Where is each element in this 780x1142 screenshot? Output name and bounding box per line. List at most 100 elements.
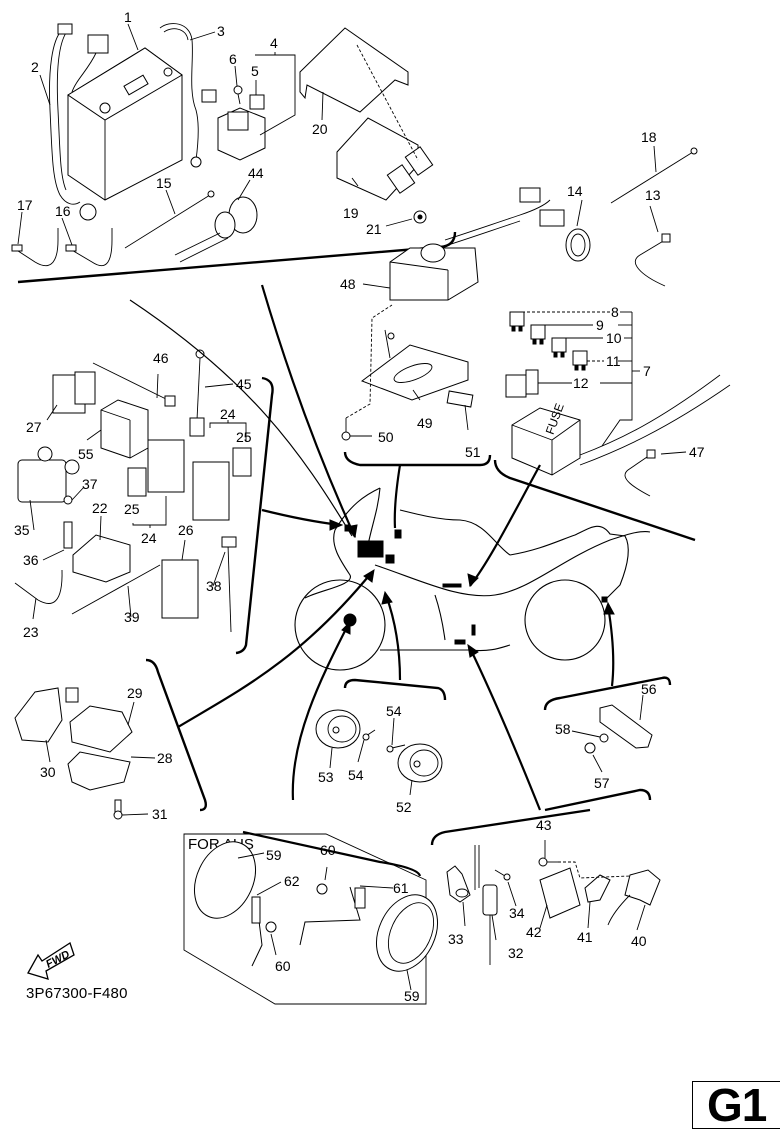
callout-15: 15 [156, 175, 172, 191]
screw-34[interactable] [494, 869, 511, 881]
fuse-8[interactable] [509, 311, 525, 332]
callout-52: 52 [396, 799, 412, 815]
callout-34: 34 [509, 905, 525, 921]
relay-26[interactable] [161, 559, 199, 619]
callout-26: 26 [178, 522, 194, 538]
holder-28[interactable] [67, 751, 131, 791]
band-38[interactable] [221, 536, 237, 633]
stay-61[interactable] [299, 886, 366, 946]
washer-58[interactable] [599, 733, 609, 743]
dc-socket[interactable] [174, 196, 258, 263]
ignition-cover[interactable] [389, 243, 479, 301]
lever-40[interactable] [607, 869, 661, 926]
callout-14: 14 [567, 183, 583, 199]
battery[interactable] [67, 47, 183, 201]
sensor-unit-group: 30 29 28 31 [14, 658, 208, 822]
callout-45: 45 [236, 376, 252, 392]
horn-53[interactable] [315, 709, 361, 749]
cable-tie-39[interactable] [71, 564, 161, 615]
nut-60-upper[interactable] [316, 883, 328, 895]
rubber-cushion[interactable] [446, 390, 474, 408]
unit-22[interactable] [72, 534, 131, 583]
band-16[interactable] [69, 228, 113, 267]
band-23[interactable] [14, 569, 63, 604]
bracket-bolt[interactable] [341, 418, 351, 441]
reflector-56[interactable] [599, 704, 653, 749]
fuse-group: FUSE [340, 129, 731, 542]
stay-62[interactable] [251, 896, 263, 967]
callout-60-upper: 60 [320, 842, 336, 858]
motorcycle-silhouette [294, 487, 651, 671]
reflector-59-left[interactable] [183, 832, 268, 928]
relay-24a[interactable] [127, 439, 185, 497]
washer-37[interactable] [63, 495, 73, 505]
fuse-holder[interactable] [505, 369, 539, 398]
nut-60-lower[interactable] [265, 921, 277, 933]
bracket[interactable] [360, 329, 469, 401]
callout-41: 41 [577, 929, 593, 945]
callout-38: 38 [206, 578, 222, 594]
bolt-36[interactable] [63, 521, 73, 549]
nut-57[interactable] [584, 742, 596, 754]
callout-49: 49 [417, 415, 433, 431]
fuse-box[interactable]: FUSE [511, 401, 581, 476]
callout-39: 39 [124, 609, 140, 625]
reflector-59-right[interactable] [365, 885, 450, 981]
fuse-lead-45[interactable] [189, 349, 205, 437]
horn-group: 53 54 54 52 [315, 678, 447, 815]
battery-group: 1 2 3 4 5 6 15 16 17 44 20 19 21 [11, 9, 457, 284]
bracket-33[interactable] [446, 865, 471, 903]
unit-cover[interactable] [299, 27, 409, 113]
callout-37: 37 [82, 476, 98, 492]
callout-28: 28 [157, 750, 173, 766]
callout-12: 12 [573, 375, 589, 391]
callout-13: 13 [645, 187, 661, 203]
callout-17: 17 [17, 197, 33, 213]
clamp[interactable] [565, 228, 591, 262]
callout-58: 58 [555, 721, 571, 737]
cable-tie-13[interactable] [634, 239, 666, 287]
sensor-35[interactable] [17, 446, 80, 503]
fuse-10[interactable] [551, 337, 567, 358]
callout-24-lower: 24 [141, 530, 157, 546]
forward-arrow-icon: FWD [27, 942, 75, 980]
relay-55[interactable] [100, 399, 149, 459]
fuse-11[interactable] [572, 350, 588, 371]
horn-52[interactable] [397, 743, 443, 783]
wire-46[interactable] [92, 362, 169, 401]
cover-42[interactable] [539, 867, 581, 919]
callout-18: 18 [641, 129, 657, 145]
relay-27[interactable] [52, 371, 96, 414]
cable-tie-47[interactable] [624, 454, 651, 497]
callout-9: 9 [596, 317, 604, 333]
callout-8: 8 [611, 304, 619, 320]
horn-bolt-b[interactable] [386, 744, 406, 753]
switch-32[interactable] [474, 845, 498, 965]
cover-30[interactable] [14, 687, 79, 743]
cable-tie[interactable] [124, 194, 211, 249]
callout-5: 5 [251, 63, 259, 79]
callout-61: 61 [393, 880, 409, 896]
relay-24b[interactable] [192, 447, 252, 521]
callout-30: 30 [40, 764, 56, 780]
horn-bolt-a[interactable] [362, 729, 376, 741]
bolt-31[interactable] [113, 799, 123, 820]
band-17[interactable] [14, 228, 59, 267]
callout-35: 35 [14, 522, 30, 538]
page-badge: G1 [692, 1079, 780, 1131]
starter-relay[interactable] [217, 107, 266, 161]
callout-4: 4 [270, 35, 278, 51]
bolt[interactable] [233, 85, 243, 105]
callout-25-upper: 25 [236, 429, 252, 445]
switch-41[interactable] [584, 874, 611, 903]
cable-tie-18[interactable] [610, 151, 694, 204]
relay-fuse[interactable] [249, 94, 265, 110]
minus-lead[interactable] [159, 23, 217, 168]
screw-43[interactable] [538, 857, 558, 867]
callout-20: 20 [312, 121, 328, 137]
battery-lead[interactable] [49, 23, 109, 221]
fuse-9[interactable] [530, 324, 546, 345]
control-unit[interactable] [336, 117, 434, 201]
holder-29[interactable] [69, 705, 133, 753]
